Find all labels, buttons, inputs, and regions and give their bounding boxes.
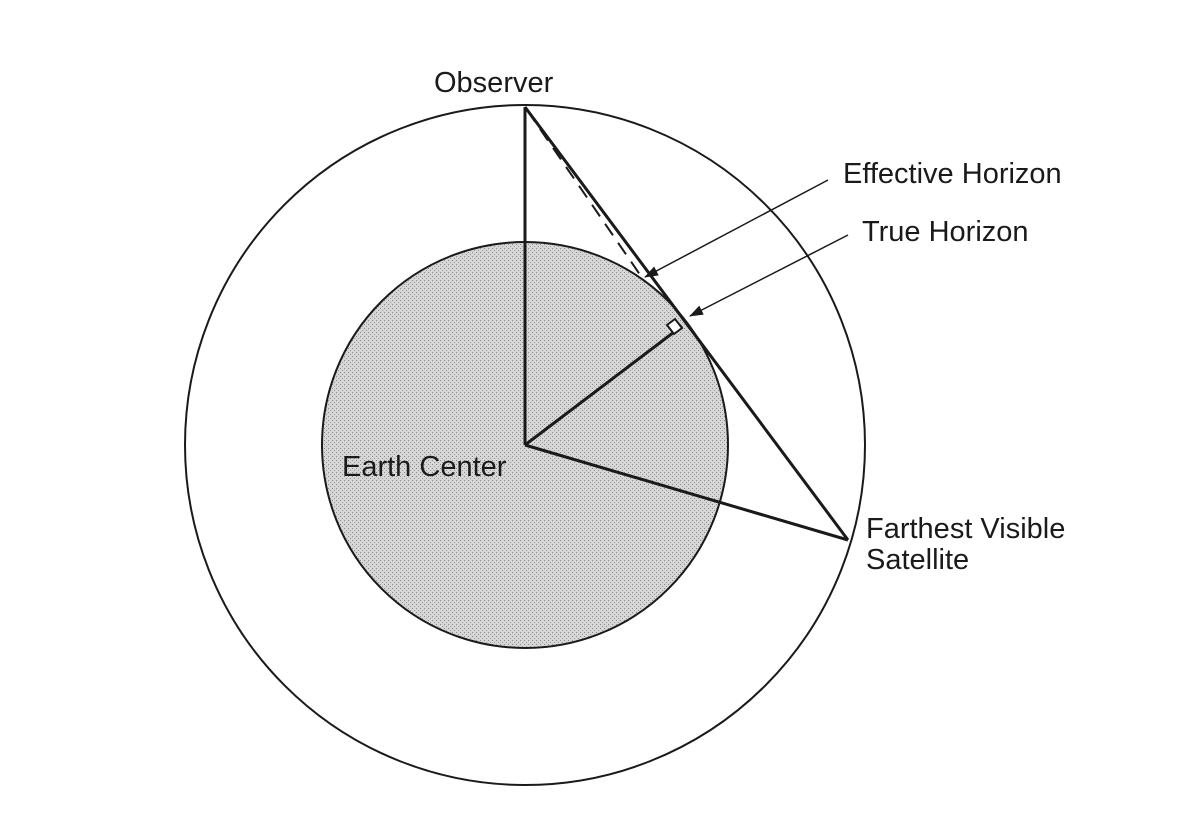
center-to-satellite-line (524, 443, 849, 542)
observer-label: Observer (434, 67, 554, 99)
true-horizon-arrow (689, 234, 849, 317)
right-angle-marker (665, 317, 684, 336)
earth-center-label: Earth Center (342, 451, 507, 483)
observer-to-satellite-line (523, 106, 850, 541)
true-horizon-label: True Horizon (862, 216, 1029, 248)
center-to-true-horizon-line (524, 324, 683, 447)
effective-horizon-arrow (644, 179, 829, 278)
effective-horizon-dashed-line (526, 109, 646, 283)
satellite-label: Satellite (866, 544, 969, 576)
satellite-orbit-circle (184, 104, 866, 786)
effective-horizon-label: Effective Horizon (843, 158, 1062, 190)
farthest-visible-label: Farthest Visible (866, 513, 1065, 545)
